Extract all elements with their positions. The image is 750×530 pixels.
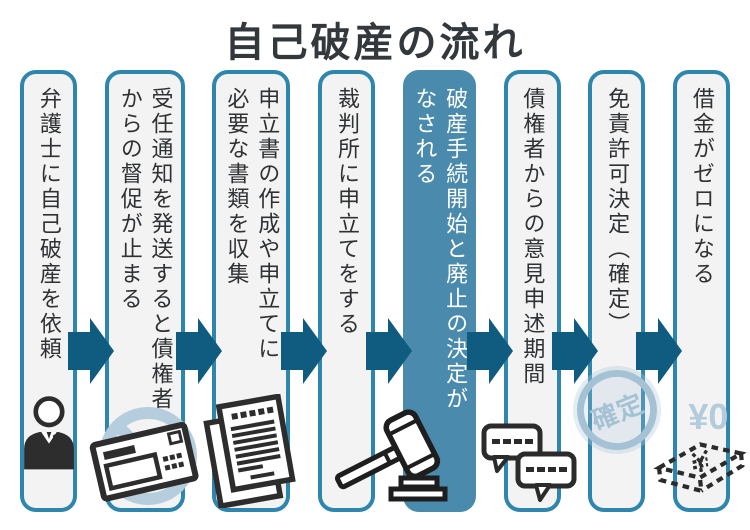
arrow-right-icon — [551, 318, 598, 384]
step-4-box: 裁判所に申立てをする — [318, 70, 376, 512]
arrow-right-icon — [636, 318, 683, 384]
step-2-notice: 受任通知を発送すると債権者 からの督促が止まる — [89, 70, 222, 512]
zero-yen-bill-icon: ¥0 — [651, 399, 750, 508]
step-8-label: 借金がゼロになる — [689, 87, 715, 287]
dashed-bill-icon — [653, 442, 748, 494]
step-6-label: 債権者からの意見申述期間 — [520, 87, 546, 387]
step-3-documents: 申立書の作成や申立てに 必要な書類を収集 — [203, 70, 328, 512]
step-6-creditor-opinions: 債権者からの意見申述期間 — [481, 70, 598, 512]
page-title: 自己破産の流れ — [224, 21, 526, 65]
zero-yen-text: ¥0 — [688, 396, 729, 437]
step-8-debt-zero: 借金がゼロになる ¥0 — [653, 70, 748, 512]
arrow-right-icon — [466, 318, 513, 384]
documents-icon — [203, 394, 297, 508]
step-1-lawyer: 弁護士に自己破産を依頼 — [20, 70, 114, 512]
arrow-right-icon — [175, 318, 222, 384]
speech-bubbles-icon — [481, 423, 577, 502]
arrow-right-icon — [366, 318, 413, 384]
step-4-court-filing: 裁判所に申立てをする — [318, 70, 448, 512]
step-3-label: 申立書の作成や申立てに 必要な書類を収集 — [224, 87, 281, 362]
step-4-label: 裁判所に申立てをする — [335, 87, 360, 337]
stamp-text: 確定 — [586, 387, 648, 436]
arrow-right-icon — [68, 318, 114, 384]
step-2-label: 受任通知を発送すると債権者 からの督促が止まる — [117, 87, 174, 412]
gavel-icon — [334, 409, 448, 502]
flow-steps: 弁護士に自己破産を依頼 受任通知を発送すると債権者 からの督促が止まる — [20, 70, 748, 512]
step-8-box: 借金がゼロになる — [672, 70, 730, 512]
lawyer-person-icon — [23, 396, 74, 470]
step-7-label: 免責許可決定（確定） — [605, 87, 631, 337]
step-1-label: 弁護士に自己破産を依頼 — [36, 87, 62, 362]
blocked-envelope-icon — [89, 407, 199, 505]
step-7-box: 免責許可決定（確定） — [588, 70, 646, 512]
step-5-label: 破産手続開始と廃止の決定が なされる — [412, 87, 469, 412]
step-7-discharge-decision: 免責許可決定（確定） 確定 — [564, 70, 683, 512]
arrow-right-icon — [281, 318, 328, 384]
